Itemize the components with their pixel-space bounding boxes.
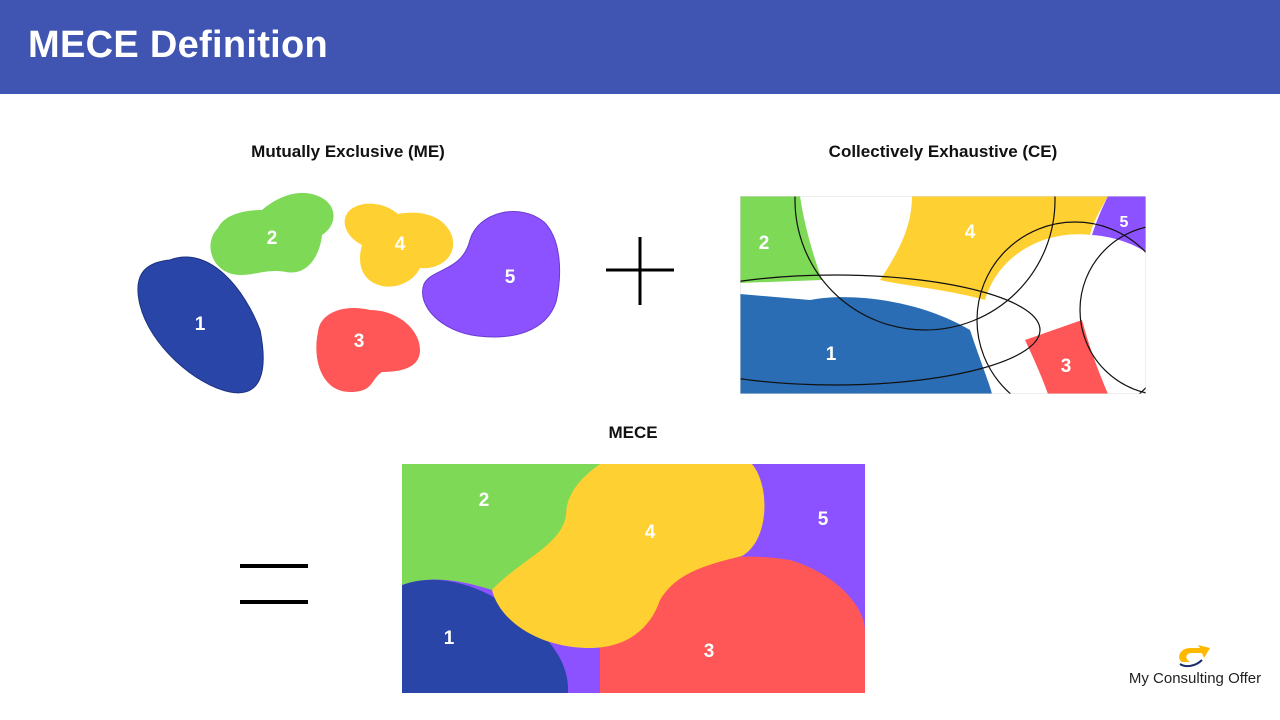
mece-label-4: 4 xyxy=(645,522,656,543)
ce-diagram: 1 2 3 4 5 xyxy=(740,196,1146,394)
brand: My Consulting Offer xyxy=(1122,644,1268,694)
ce-region-5 xyxy=(1092,196,1146,252)
ce-region-3 xyxy=(1025,320,1108,394)
me-label-2: 2 xyxy=(267,228,278,249)
header-bar: MECE Definition xyxy=(0,0,1280,94)
mece-label-3: 3 xyxy=(704,641,715,662)
me-blob-4 xyxy=(344,203,454,287)
mece-region-4 xyxy=(492,464,765,648)
me-label-3: 3 xyxy=(354,331,365,352)
ce-label-3: 3 xyxy=(1061,356,1072,377)
me-label-5: 5 xyxy=(505,267,516,288)
ce-region-1 xyxy=(740,294,992,394)
mece-region-1 xyxy=(402,579,569,693)
ce-region-2 xyxy=(740,196,822,283)
me-blob-3 xyxy=(316,308,420,392)
ce-title: Collectively Exhaustive (CE) xyxy=(828,142,1058,161)
mece-label-5: 5 xyxy=(818,509,829,530)
page-title: MECE Definition xyxy=(28,24,329,66)
plus-sign xyxy=(606,237,674,305)
mece-label-2: 2 xyxy=(479,490,490,511)
arrow-swoosh-icon xyxy=(1179,645,1210,668)
mece-label-1: 1 xyxy=(444,628,455,649)
me-label-4: 4 xyxy=(395,234,406,255)
mece-title: MECE xyxy=(608,423,658,442)
me-blob-5 xyxy=(422,211,561,338)
me-label-1: 1 xyxy=(195,314,206,335)
brand-name: My Consulting Offer xyxy=(1128,670,1262,687)
ce-label-4: 4 xyxy=(965,222,976,243)
me-diagram: 1 2 3 4 5 xyxy=(137,192,561,394)
me-blob-2 xyxy=(210,192,334,275)
mece-diagram: 1 2 3 4 5 xyxy=(402,464,865,693)
ce-region-4 xyxy=(880,196,1108,300)
me-title: Mutually Exclusive (ME) xyxy=(251,142,445,161)
ce-label-5: 5 xyxy=(1120,214,1129,231)
ce-label-2: 2 xyxy=(759,233,770,254)
equals-sign xyxy=(240,564,308,604)
me-blob-1 xyxy=(137,256,264,394)
mece-region-2 xyxy=(402,464,600,590)
ce-label-1: 1 xyxy=(826,344,837,365)
